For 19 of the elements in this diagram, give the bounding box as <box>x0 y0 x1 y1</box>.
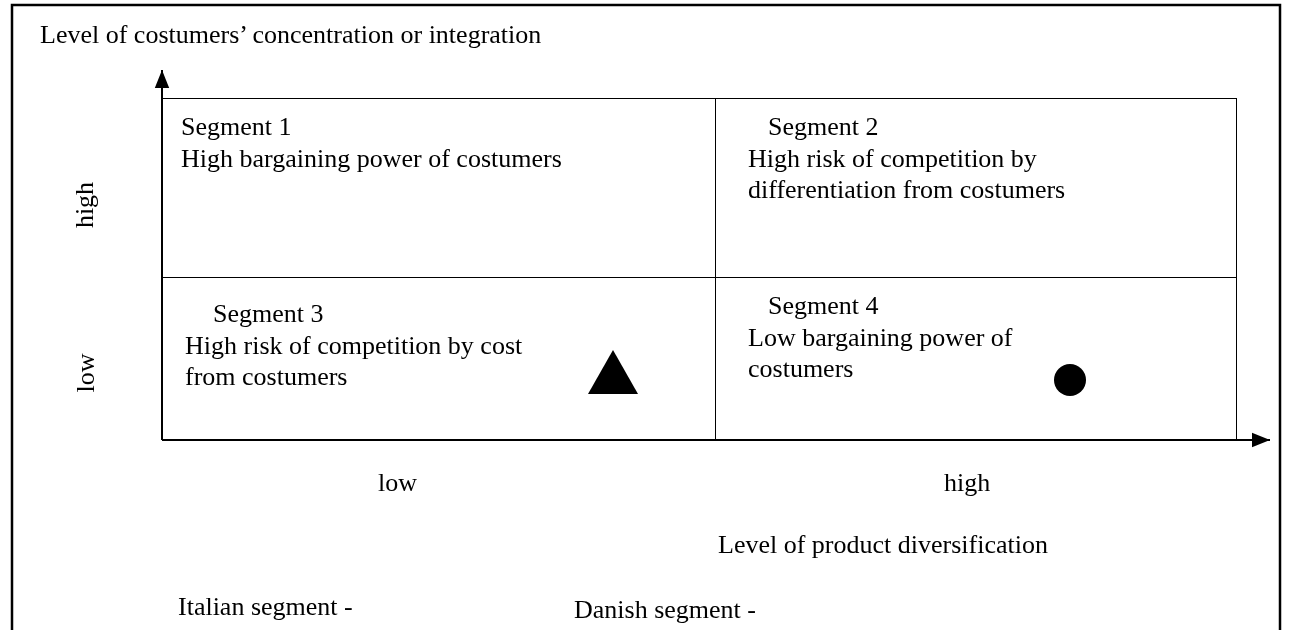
segment-heading: Segment 4 <box>768 290 880 321</box>
segment-description: High risk of competition by differentiation from costumers <box>748 143 1067 205</box>
note: Italian segment - <box>178 592 353 622</box>
segment-heading: Segment 3 <box>213 298 325 329</box>
circle-marker <box>1054 364 1086 396</box>
segment-description: High risk of competition by cost from costumers <box>185 330 524 392</box>
segment-description: High bargaining power of costumers <box>181 143 563 174</box>
triangle-marker <box>588 350 638 394</box>
axis-tick-label: low <box>378 468 417 498</box>
axis-tick-label: low <box>70 353 100 393</box>
axis-title: Level of product diversification <box>718 530 1048 560</box>
segment-cell <box>715 98 1237 278</box>
note: Danish segment - <box>574 595 756 625</box>
axis-tick-label: high <box>70 181 101 229</box>
segment-description: Low bargaining power of costumers <box>748 322 1014 384</box>
axis-title: Level of costumers’ concentration or integration <box>40 20 542 50</box>
segment-heading: Segment 2 <box>768 111 880 142</box>
segment-heading: Segment 1 <box>181 111 293 142</box>
axis-tick-label: high <box>944 468 991 498</box>
